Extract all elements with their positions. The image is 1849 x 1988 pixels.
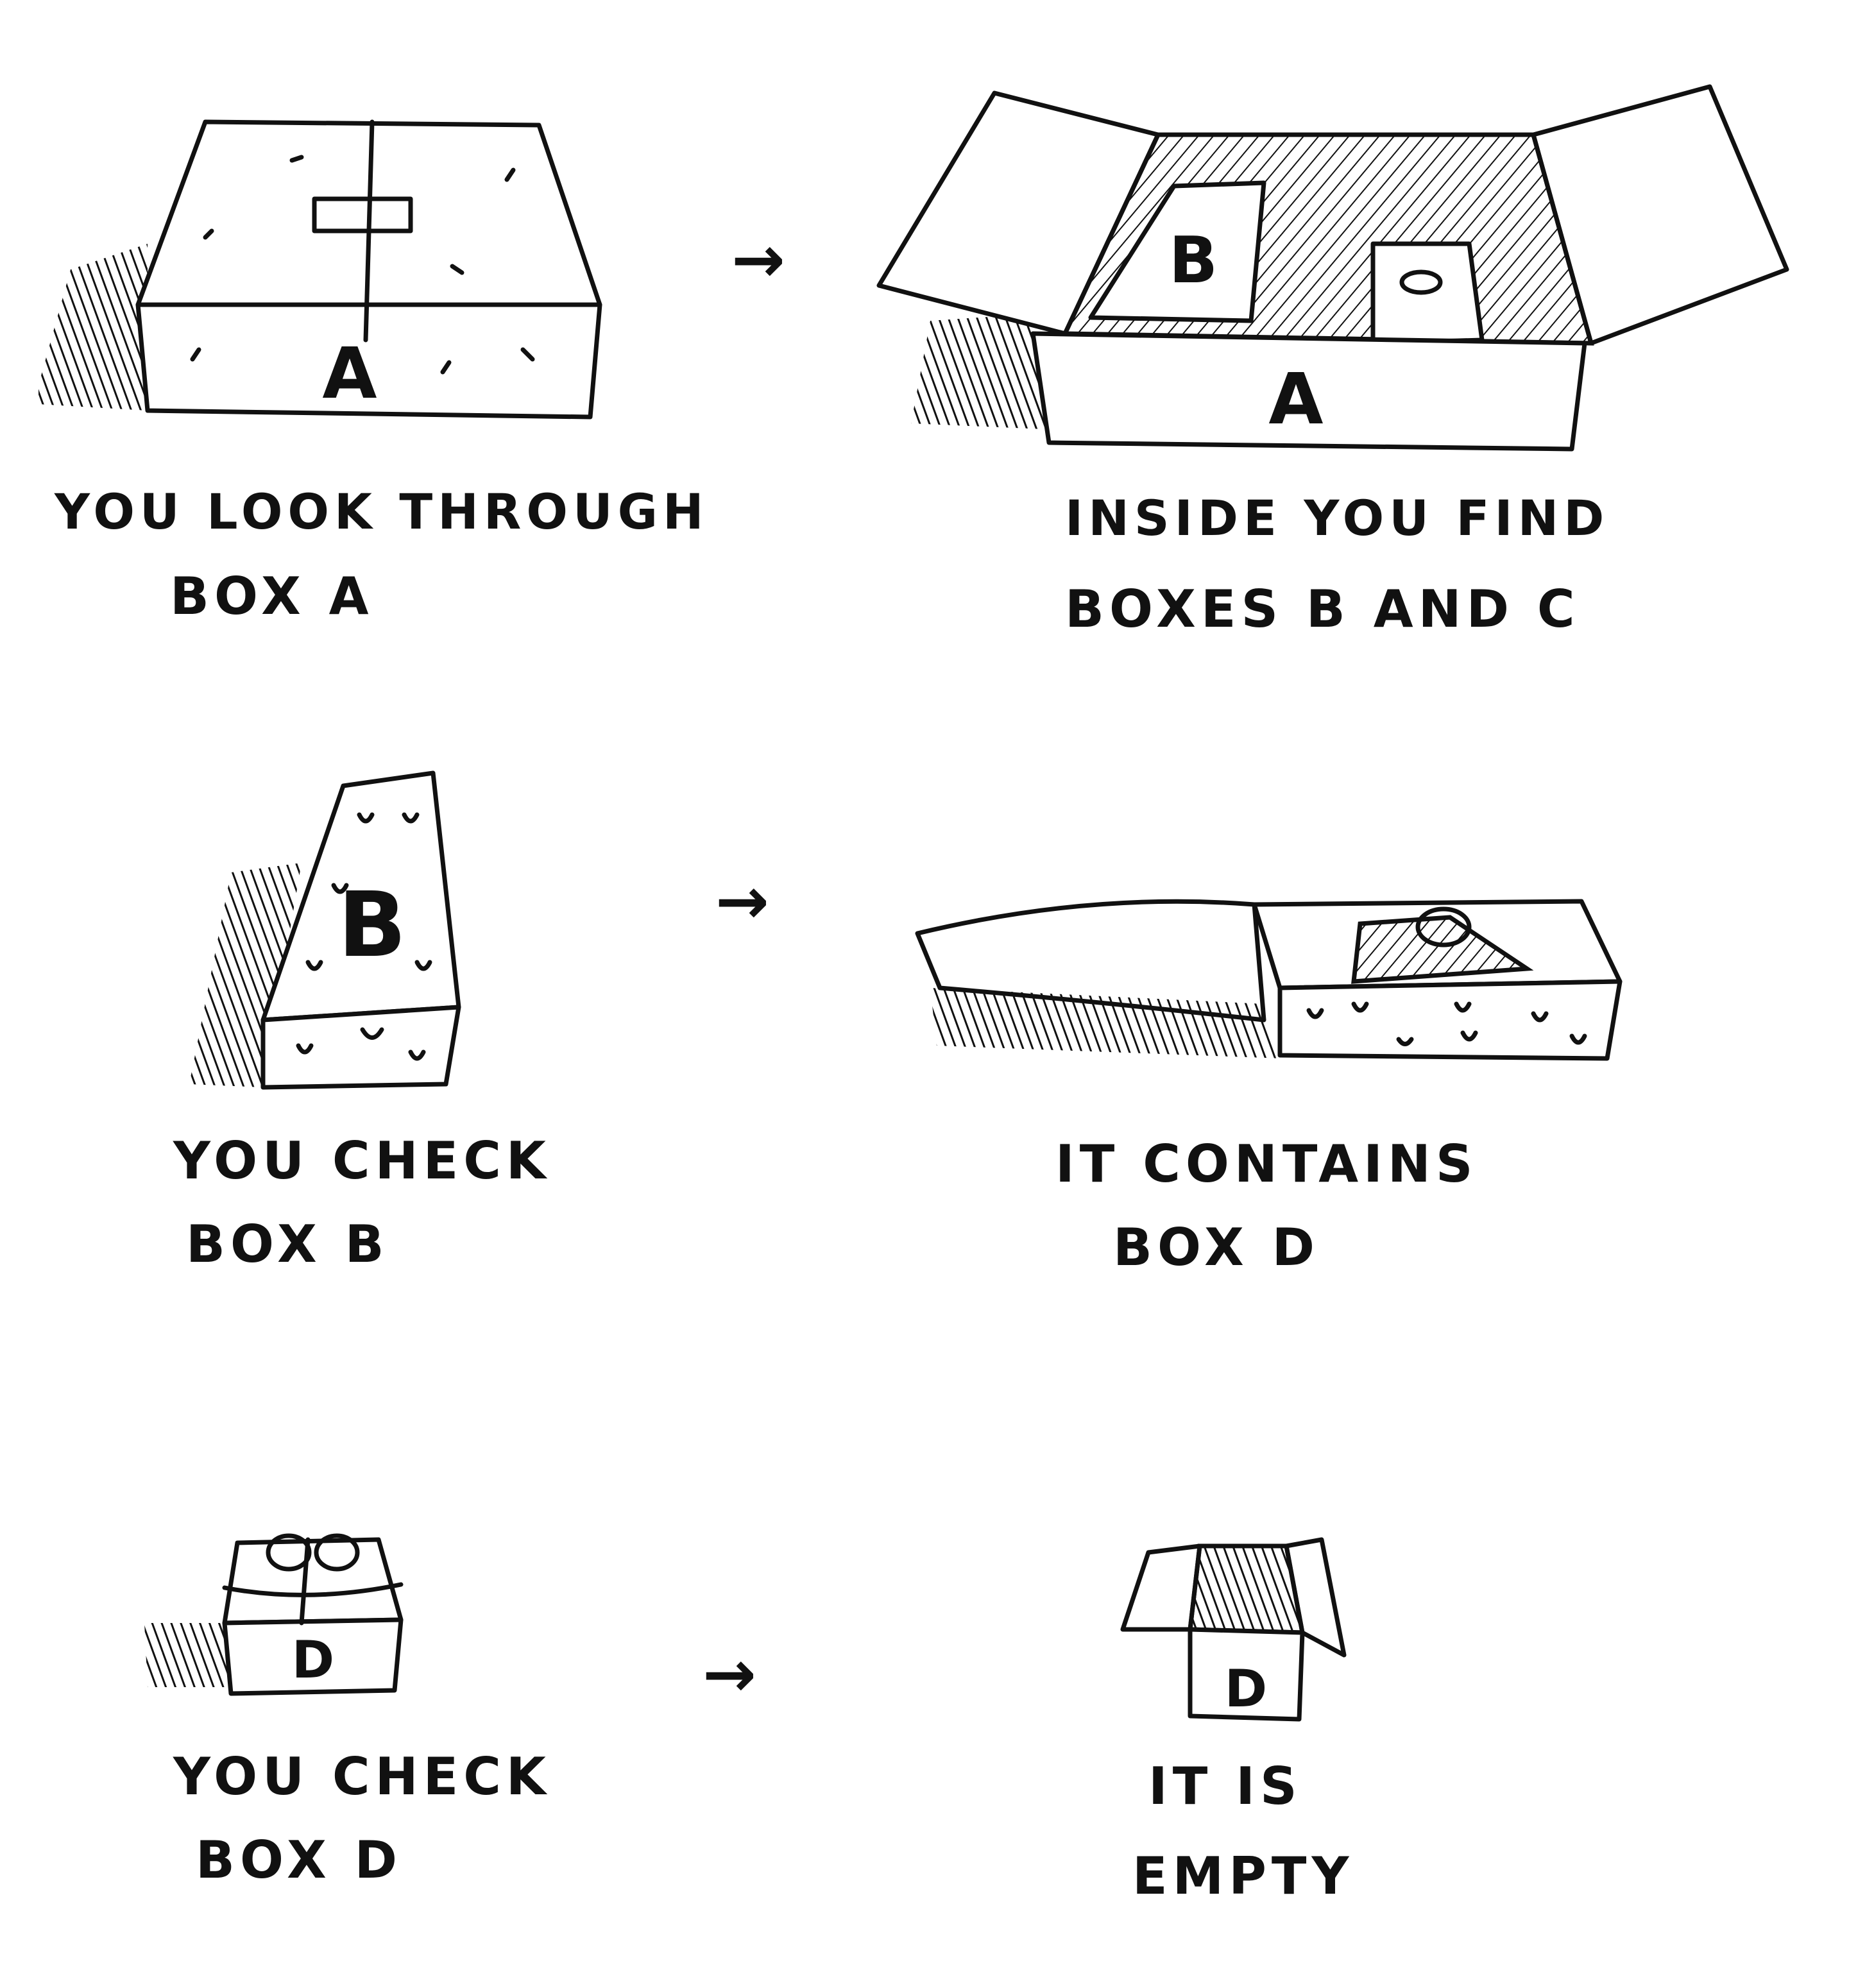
- box-b-closed: B: [189, 773, 459, 1087]
- box-a-open-letter: A: [1268, 358, 1323, 440]
- box-b-open: [917, 901, 1620, 1058]
- caption-step5-line1: YOU CHECK: [173, 1751, 551, 1803]
- box-b-letter: B: [338, 873, 407, 978]
- box-d-interior: [1190, 1546, 1302, 1633]
- box-a-open: B A: [879, 87, 1787, 449]
- caption-step4-line2: BOX D: [1113, 1222, 1320, 1273]
- arrow-3: →: [703, 1642, 762, 1706]
- box-b-open-front: [1280, 981, 1620, 1058]
- box-d-left-flap: [1123, 1546, 1200, 1629]
- box-a-shadow: [38, 244, 148, 411]
- box-a-closed: A: [38, 122, 600, 417]
- caption-step1-line2: BOX A: [170, 571, 374, 622]
- caption-step3-line2: BOX B: [186, 1219, 389, 1270]
- arrow-1: →: [731, 228, 790, 292]
- box-d-open: D: [1123, 1540, 1344, 1719]
- box-d-gift: D: [144, 1536, 401, 1694]
- caption-step3-line1: YOU CHECK: [173, 1135, 551, 1187]
- box-d-gift-letter: D: [292, 1630, 334, 1690]
- caption-step2-line1: INSIDE YOU FIND: [1065, 494, 1609, 543]
- box-b-inside-letter: B: [1169, 223, 1218, 298]
- caption-step2-line2: BOXES B AND C: [1065, 584, 1580, 635]
- arrow-2: →: [715, 869, 774, 933]
- caption-step4-line1: IT CONTAINS: [1055, 1139, 1478, 1190]
- caption-step6-line2: EMPTY: [1132, 1851, 1354, 1902]
- box-b-base: [263, 1007, 459, 1087]
- box-a-letter: A: [322, 332, 377, 414]
- caption-step1-line1: YOU LOOK THROUGH: [55, 488, 709, 536]
- box-a-speck: [292, 157, 302, 160]
- caption-step6-line1: IT IS: [1148, 1761, 1302, 1812]
- caption-step5-line2: BOX D: [196, 1835, 402, 1886]
- box-d-open-letter: D: [1225, 1659, 1267, 1719]
- box-d-gift-lid: [225, 1540, 401, 1623]
- box-d-gift-shadow: [144, 1623, 231, 1687]
